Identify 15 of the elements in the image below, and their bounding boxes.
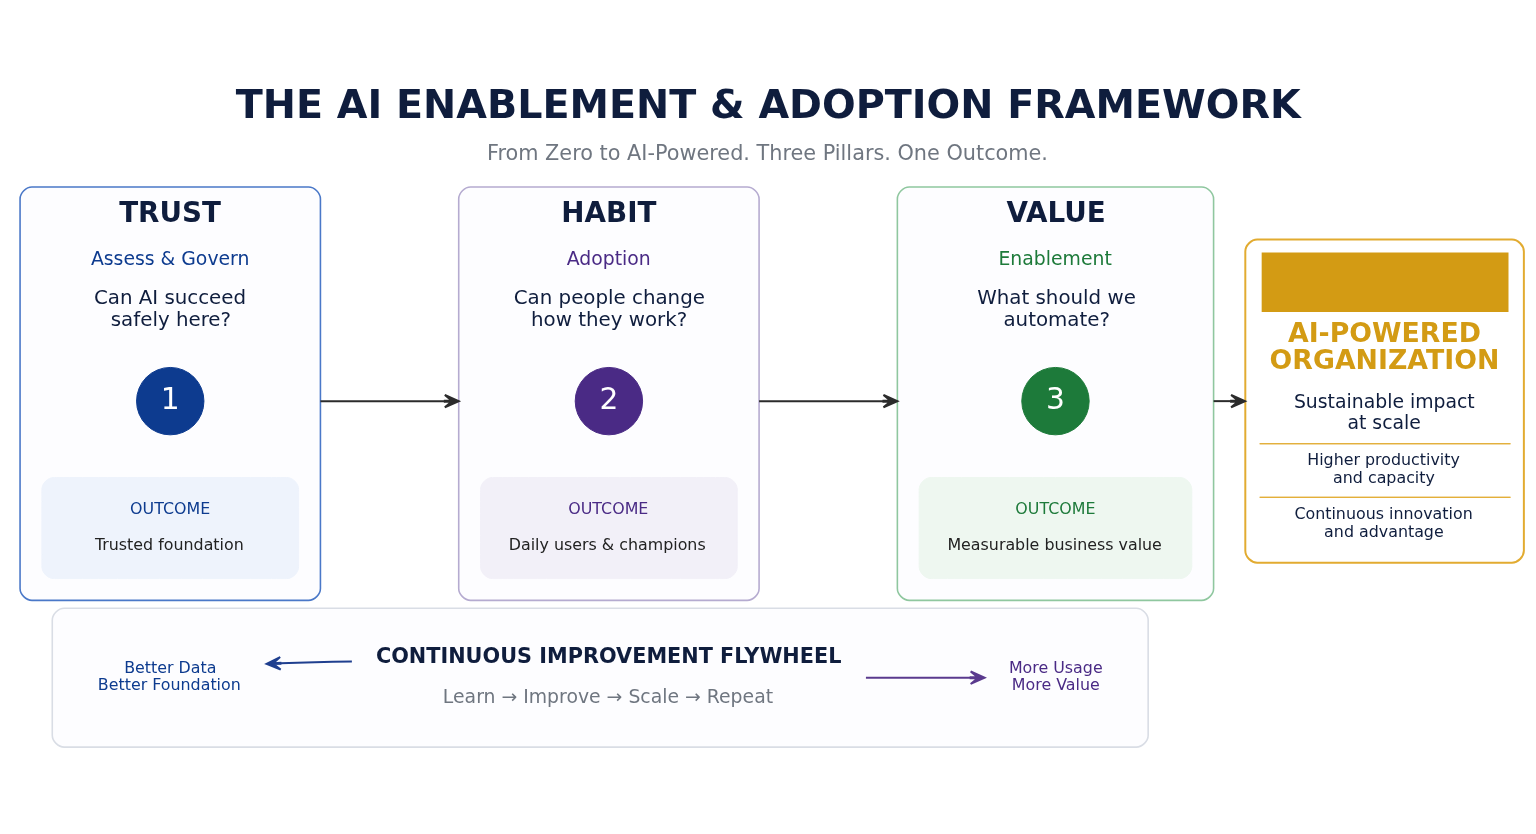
- arrow: [1212, 393, 1246, 409]
- caption: From Zero to AI-Powered. Three Pillars. One Outcome.: [486, 140, 1048, 165]
- node-circle: 3: [1021, 366, 1090, 436]
- node-text: More Usage More Value: [1008, 657, 1103, 695]
- node-circle: 2: [574, 366, 644, 436]
- node-text: Better Data Better Foundation: [97, 657, 241, 695]
- arrow: [864, 670, 986, 685]
- arrow: [265, 656, 353, 671]
- diagram-title: THE AI ENABLEMENT & ADOPTION FRAMEWORK: [235, 81, 1301, 128]
- cluster: [51, 607, 1149, 748]
- arrow: [758, 393, 899, 409]
- node-circle: 1: [136, 366, 205, 436]
- node-text: CONTINUOUS IMPROVEMENT FLYWHEEL Learn → Improve → Scale → Repeat: [375, 643, 842, 707]
- node-box: AI-POWERED ORGANIZATION Sustainable impact at scale Higher productivity and capacity Continuous innovation and advantage: [1244, 238, 1525, 564]
- arrow: [319, 393, 460, 409]
